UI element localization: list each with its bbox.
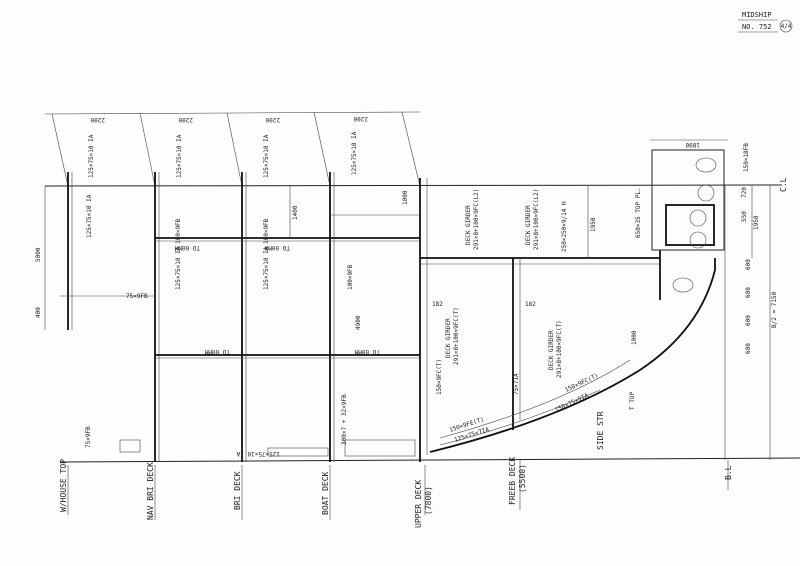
scantling-angle-150: 150×75×9IA [554,392,590,414]
girder-scantling-2: 291×8+100×9FC(L2) [533,189,540,250]
label-freeb-deck-height: (5500) [518,464,527,493]
deck-longi-1: TO 00MM [174,244,200,251]
dim-spacing-3: 2200 [265,116,280,123]
dim-casing-1950: 1950 [753,215,760,230]
scantling-bracket: 300×7 + 32×9FB [341,394,348,445]
scantling-fb-2: 100×9FB [175,218,182,244]
dimensions: 2200 2200 2200 2200 5000 400 1400 1000 1… [35,115,778,354]
scantling-side-fb: 75×9FB [85,426,92,448]
label-side-str: SIDE STR [596,411,605,450]
girder-label-2: DECK GIRDER [525,205,532,245]
scantling-top-frame-3: 125×75×10 IA [263,134,270,178]
base-line [59,457,800,463]
girder-label-4: DECK GIRDER [548,330,555,370]
dim-bilge-1000: 1000 [631,330,638,345]
dim-wheelhouse-height: 5000 [35,247,42,262]
scantling-frame-lower-2: 125×75×10 IA [175,246,182,290]
structure-lines [44,111,800,520]
label-bri-deck: BRI DECK [233,471,242,510]
label-base-line: B.L [724,465,733,480]
title-block: MIDSHIP NO. 752 4/4 [738,11,793,33]
girder-scantling-4: 291×8+100×9FC(T) [556,320,563,378]
dim-upper-1950: 1950 [590,217,597,232]
dim-casing-1890: 1890 [685,141,700,148]
sheet-circle [779,19,793,33]
scantling-fc-150: 150×9FC(T) [436,359,443,395]
scantling-angle-75: 75×7IA [513,373,520,395]
scantling-t-top: T TOP [629,392,636,410]
dim-casing-720: 720 [741,187,748,198]
dim-spacing-1: 2200 [90,116,105,123]
dim-half-breadth: B/2 = 7150 [771,291,778,328]
casing [651,149,725,251]
scantling-top-plate: 650×35 TOP PL. [635,187,642,238]
pillar-scantling: 250×250×9/14 H [561,201,568,252]
scantling-top-frame-1: 125×75×10 IA [88,134,95,178]
girder-label-3: DECK GIRDER [445,318,452,358]
drawing-number: NO. 752 [742,23,772,31]
dim-spacing-4: 2200 [353,115,368,122]
scantling-labels: 125×75×10 IA 125×75×10 IA 125×75×10 IA 1… [85,131,750,457]
scantling-frame-lower-3: 125×75×10 IA [263,246,270,290]
drawing-title: MIDSHIP [742,11,772,19]
scantling-fb-3: 100×9FB [263,218,270,244]
label-freeb-deck: FREEB DECK [508,457,517,505]
scantling-casing-fb: 150×18FB [743,143,750,172]
label-wheelhouse-top: W/HOUSE TOP [59,459,68,512]
dim-side-600-3: 600 [745,315,752,326]
dim-spacing-2: 2200 [178,116,193,123]
dim-boat-1000: 1000 [402,190,409,205]
label-upper-deck: UPPER DECK [414,480,423,528]
girder-scantling-3: 291×8+100×9FC(T) [453,307,460,365]
dim-side-600-4: 600 [745,343,752,354]
girder-label-1: DECK GIRDER [465,205,472,245]
label-nav-bri-deck: NAV BRI DECK [146,462,155,520]
scantling-frame-lower-1: 125×75×10 IA [86,194,93,238]
label-boat-deck: BOAT DECK [321,471,330,515]
dim-casing-550: 550 [741,211,748,222]
deck-longi-2: TO 00MM [264,244,290,251]
deck-labels: W/HOUSE TOP NAV BRI DECK BRI DECK BOAT D… [59,177,788,528]
dim-girder-182-2: 182 [525,301,536,308]
dim-side-600-2: 600 [745,287,752,298]
centre-line [44,184,783,187]
dim-girder-182-1: 182 [432,301,443,308]
dim-bri-1400: 1400 [292,205,299,220]
dim-wheelhouse-low: 400 [35,307,42,318]
scantling-fb-1: 75×9FB [126,293,148,300]
deck-longi-4: TO 00MM [354,348,380,355]
label-upper-deck-height: (7800) [424,486,433,515]
scantling-fb-4: 100×9FB [347,264,354,290]
scantling-top-frame-2: 125×75×10 IA [176,134,183,178]
label-centre-line: C.L [779,177,788,192]
sheet-number: 4/4 [781,23,792,30]
dim-4900: 4900 [355,315,362,330]
scantling-plate-125: 125×75×10 IA [236,450,280,457]
scantling-fc-150-shell: 150×9FC(T) [564,372,600,394]
dim-side-600-1: 600 [745,259,752,270]
girder-scantling-1: 291×8+100×9FC(L2) [473,189,480,250]
scantling-top-frame-4: 125×75×10 IA [351,131,358,175]
hull-shell [429,258,716,453]
deck-longi-3: TO 00MM [204,348,230,355]
